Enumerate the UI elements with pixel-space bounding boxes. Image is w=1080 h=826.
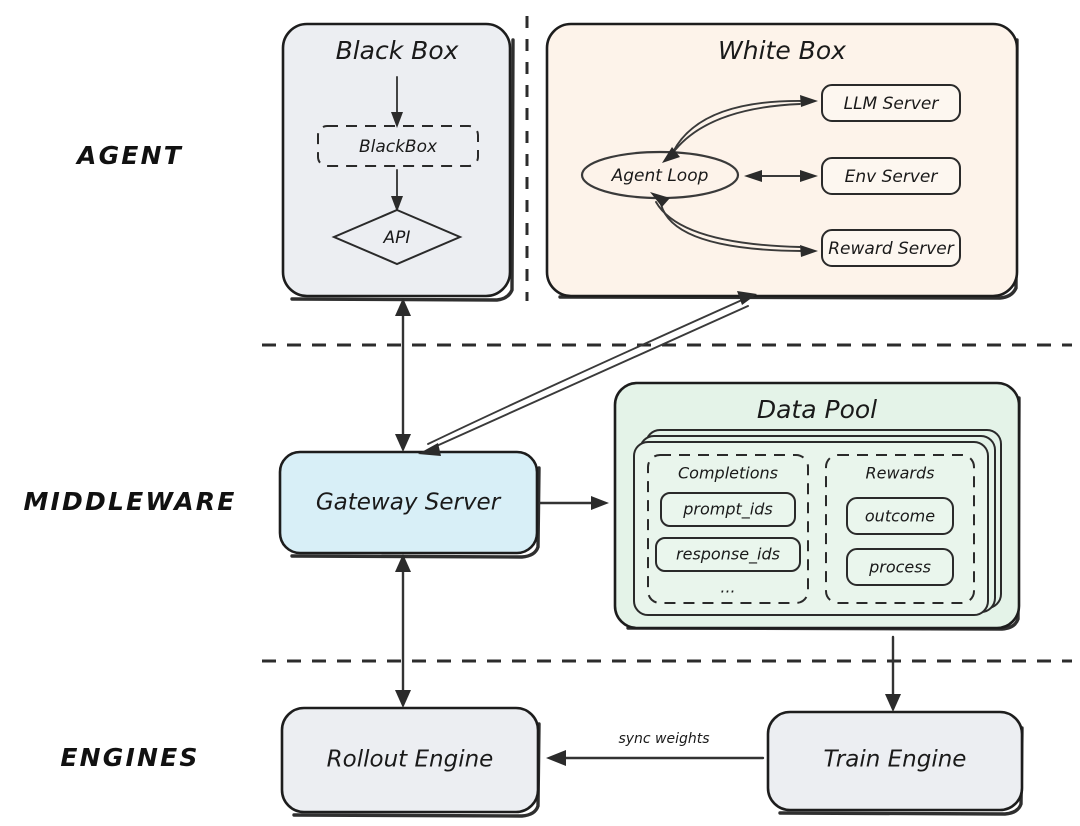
arrow-blackbox-gateway: [395, 298, 411, 452]
chip-outcome-label: outcome: [865, 507, 935, 526]
node-rollout-engine-label: Rollout Engine: [327, 747, 494, 773]
node-api-label: API: [383, 228, 411, 248]
node-reward-server-label: Reward Server: [828, 239, 955, 259]
completions-ellipsis-label: ...: [720, 578, 735, 597]
node-env-server-label: Env Server: [845, 167, 939, 187]
data-pool-panel-title: Data Pool: [757, 395, 877, 424]
arrow-blackbox-to-api: [391, 169, 403, 212]
node-gateway-server-label: Gateway Server: [316, 490, 502, 516]
black-box-panel-title: Black Box: [336, 36, 459, 65]
arrow-train-to-rollout: sync weights: [546, 731, 765, 766]
node-llm-server-label: LLM Server: [844, 94, 940, 114]
white-box-panel-title: White Box: [718, 36, 846, 65]
rewards-group-label: Rewards: [866, 464, 935, 483]
section-label-middleware: MIDDLEWARE: [23, 487, 236, 516]
node-env-server[interactable]: Env Server: [821, 157, 961, 195]
arrow-agentloop-llm-server: [662, 95, 818, 163]
node-llm-server-shape: [821, 84, 961, 122]
chip-process[interactable]: process: [846, 548, 954, 586]
node-llm-server[interactable]: LLM Server: [821, 84, 961, 122]
arrow-gateway-to-datapool: [538, 496, 609, 510]
section-label-agent: AGENT: [75, 141, 183, 170]
node-agent-loop-label: Agent Loop: [611, 166, 709, 186]
node-rollout-engine[interactable]: Rollout Engine: [280, 706, 541, 818]
chip-prompt-ids-label: prompt_ids: [682, 500, 772, 520]
node-rollout-engine-shape: [280, 706, 540, 814]
completions-group-shape: [647, 454, 809, 604]
panel-data-pool[interactable]: Data Pool Completions prompt_ids respons…: [613, 381, 1021, 631]
chip-response-ids-shape: [655, 537, 801, 572]
completions-group-label: Completions: [678, 464, 778, 483]
node-agent-loop[interactable]: Agent Loop: [580, 150, 740, 200]
node-api[interactable]: API: [331, 208, 463, 266]
node-train-engine[interactable]: Train Engine: [766, 710, 1024, 816]
arrow-gateway-whitebox: [418, 291, 757, 456]
node-reward-server-shape: [821, 229, 961, 267]
node-reward-server[interactable]: Reward Server: [821, 229, 961, 267]
section-label-engines: ENGINES: [60, 743, 199, 772]
data-pool-group-completions[interactable]: Completions prompt_ids response_ids ...: [647, 454, 809, 604]
chip-outcome[interactable]: outcome: [846, 497, 954, 535]
node-gateway-server-shape: [278, 450, 539, 555]
chip-response-ids[interactable]: response_ids: [655, 537, 801, 572]
chip-response-ids-label: response_ids: [676, 545, 780, 565]
chip-process-label: process: [868, 558, 931, 577]
node-env-server-shape: [821, 157, 961, 195]
node-api-shape: [331, 208, 463, 266]
arrow-datapool-to-train: [885, 635, 901, 712]
chip-process-shape: [846, 548, 954, 586]
node-gateway-server[interactable]: Gateway Server: [278, 450, 541, 559]
arrow-gateway-rollout: [395, 554, 411, 708]
panel-white-box[interactable]: White Box Agent Loop LLM Server Env Serv…: [545, 22, 1019, 300]
arrow-title-to-blackbox: [391, 76, 403, 128]
edge-label-sync-weights: sync weights: [618, 731, 709, 747]
arrow-reward-server-agentloop: [650, 192, 818, 257]
node-blackbox[interactable]: BlackBox: [317, 125, 479, 167]
node-train-engine-label: Train Engine: [824, 747, 967, 773]
rewards-group-shape: [825, 454, 975, 604]
chip-prompt-ids-shape: [660, 492, 796, 527]
panel-black-box[interactable]: Black Box BlackBox API: [281, 22, 515, 302]
node-train-engine-shape: [766, 710, 1024, 812]
data-pool-group-rewards[interactable]: Rewards outcome process: [825, 454, 975, 604]
chip-outcome-shape: [846, 497, 954, 535]
black-box-panel-body: [281, 22, 512, 298]
chip-prompt-ids[interactable]: prompt_ids: [660, 492, 796, 527]
arrow-agentloop-env-server: [744, 170, 818, 182]
node-blackbox-label: BlackBox: [359, 137, 438, 157]
